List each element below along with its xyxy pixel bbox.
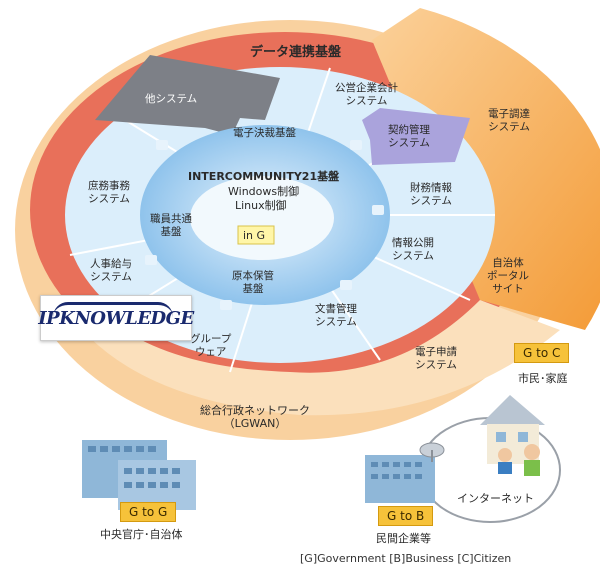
business-building-icon (365, 442, 445, 503)
g-to-b-caption: 民間企業等 (376, 532, 431, 545)
orange-sector (372, 8, 600, 330)
portal-label: 自治体ポータルサイト (487, 257, 529, 295)
government-building-icon (82, 440, 196, 510)
original-storage-label: 原本保管基盤 (232, 270, 274, 295)
other-system-label: 他システム (145, 93, 198, 105)
finance-label: 財務情報システム (410, 182, 452, 207)
gear-teeth (145, 140, 384, 310)
documents-label: 文書管理システム (315, 303, 357, 328)
g-to-g-caption: 中央官庁･自治体 (100, 528, 183, 541)
core-badge: in G (243, 229, 266, 242)
lower-region (60, 300, 560, 416)
ipknowledge-logo: IPKNOWLEDGE (38, 295, 194, 341)
e-decision-label: 電子決裁基盤 (233, 127, 296, 139)
g-to-g-tag: G to G (120, 502, 177, 522)
contract-label: 契約管理システム (388, 124, 430, 149)
other-system-block (95, 55, 280, 135)
contract-block (362, 108, 470, 165)
internet-label: インターネット (455, 492, 536, 505)
g-to-c-tag: G to C (514, 343, 570, 363)
citizen-house-icon (480, 395, 545, 476)
g-to-c-caption: 市民･家庭 (518, 372, 568, 385)
core-ellipse (190, 176, 334, 260)
data-platform-label: データ連携基盤 (250, 45, 342, 60)
staff-common-label: 職員共通基盤 (150, 213, 192, 238)
info-disclosure-label: 情報公開システム (392, 237, 434, 262)
groupware-label: グループウェア (190, 333, 232, 358)
core-windows: Windows制御 (228, 185, 300, 198)
procurement-label: 電子調達システム (488, 108, 530, 133)
general-affairs-label: 庶務事務システム (88, 180, 130, 205)
g-to-b-tag: G to B (378, 506, 434, 526)
core-title: INTERCOMMUNITY21基盤 (188, 170, 340, 183)
lgwan-label: 総合行政ネットワーク（LGWAN） (200, 404, 310, 430)
legend: [G]Government [B]Business [C]Citizen (300, 552, 512, 565)
personnel-label: 人事給与システム (90, 258, 132, 283)
public-enterprise-label: 公営企業会計システム (335, 82, 398, 107)
application-label: 電子申請システム (415, 346, 457, 371)
core-linux: Linux制御 (235, 199, 287, 212)
in-g-box (237, 225, 275, 245)
